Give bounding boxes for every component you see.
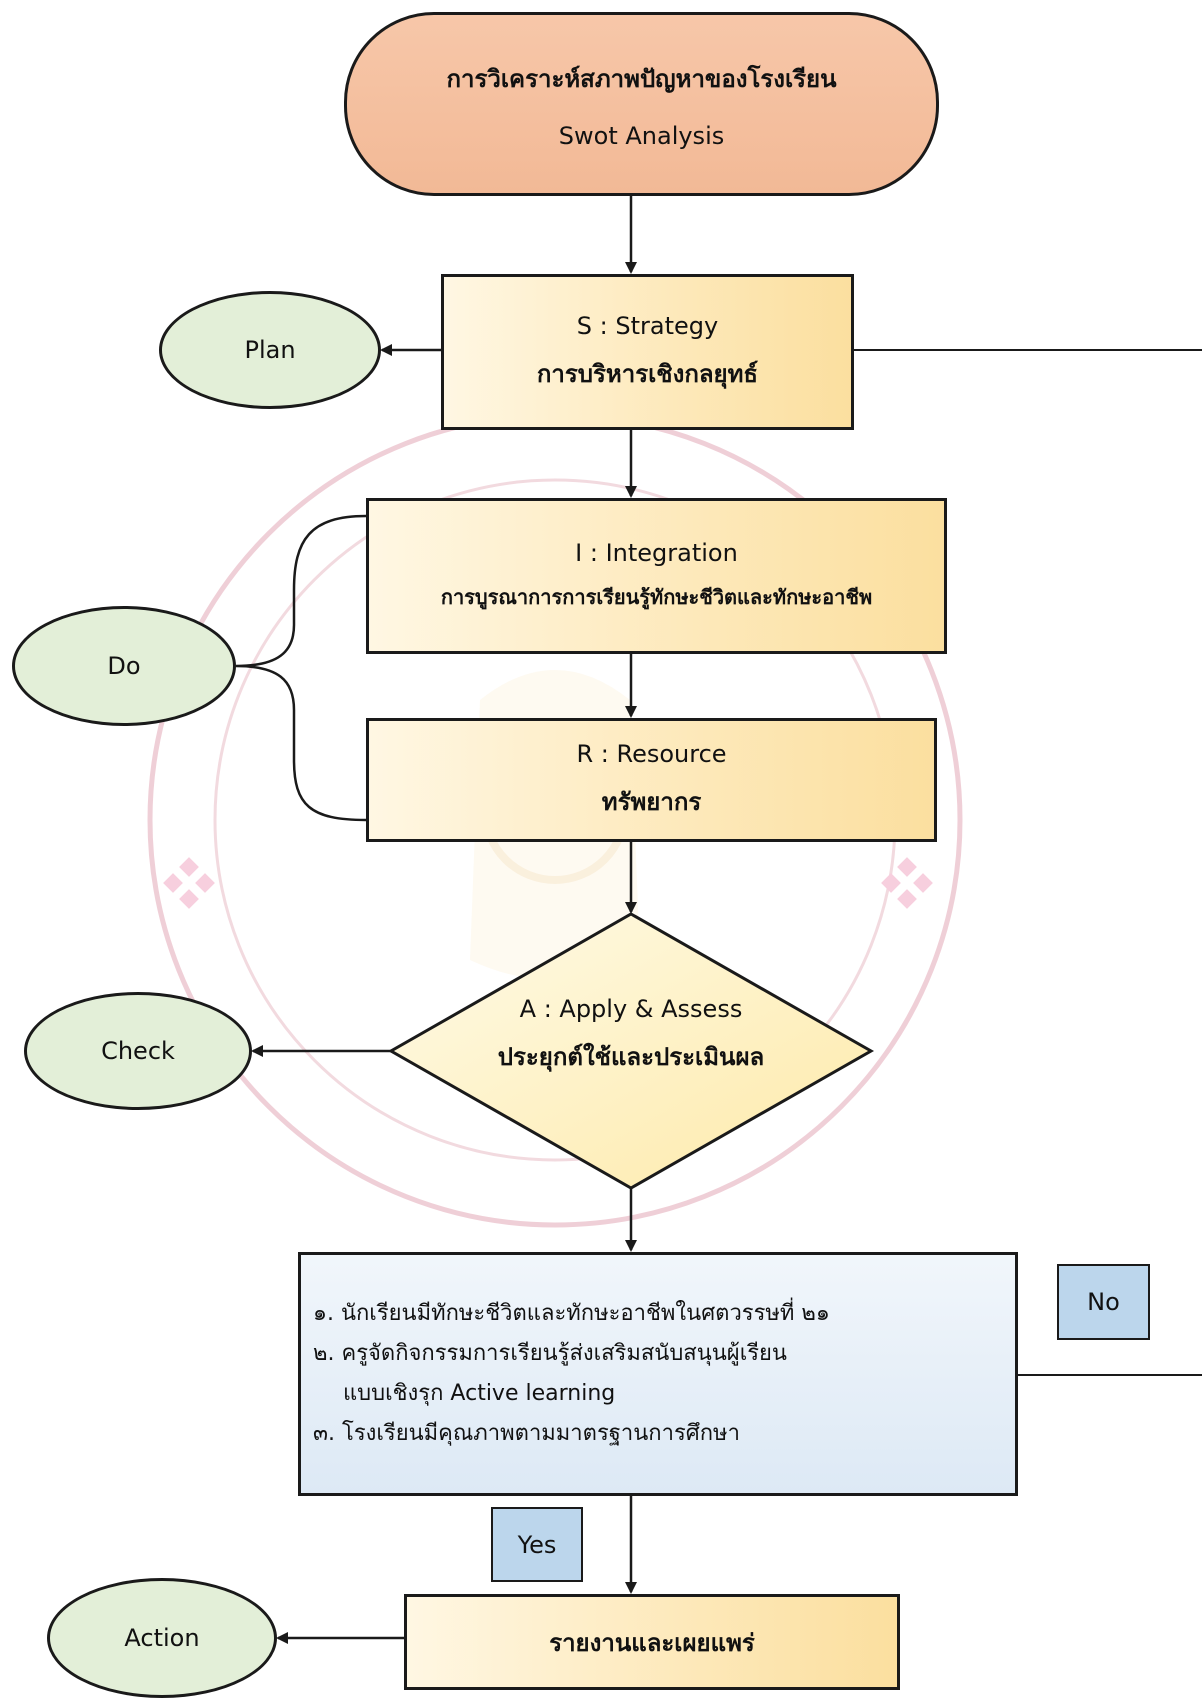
plan-oval: Plan <box>159 291 381 409</box>
resource-subtitle: ทรัพยากร <box>601 787 702 816</box>
report-box: รายงานและเผยแพร่ <box>404 1594 900 1690</box>
plan-label: Plan <box>244 336 296 364</box>
do-oval: Do <box>12 606 236 726</box>
criteria-item: ๒. ครูจัดกิจกรรมการเรียนรู้ส่งเสริมสนับส… <box>313 1341 787 1366</box>
integration-title: I : Integration <box>575 539 738 567</box>
do-label: Do <box>107 652 141 680</box>
yes-tag: Yes <box>491 1507 583 1582</box>
apply-subtitle: ประยุกต์ใช้และประเมินผล <box>497 1043 765 1071</box>
do-bracket <box>235 514 367 822</box>
no-label: No <box>1087 1288 1120 1316</box>
criteria-item: ๑. นักเรียนมีทักษะชีวิตและทักษะอาชีพในศต… <box>313 1301 830 1326</box>
yes-label: Yes <box>517 1530 557 1559</box>
apply-diamond <box>387 912 875 1190</box>
action-label: Action <box>124 1624 200 1652</box>
action-oval: Action <box>47 1578 277 1698</box>
criteria-item-continued: แบบเชิงรุก Active learning <box>343 1381 616 1406</box>
check-oval: Check <box>24 992 252 1110</box>
report-title: รายงานและเผยแพร่ <box>549 1628 755 1657</box>
integration-box: I : Integration การบูรณาการการเรียนรู้ทั… <box>366 498 947 654</box>
criteria-box: ๑. นักเรียนมีทักษะชีวิตและทักษะอาชีพในศต… <box>298 1252 1018 1496</box>
strategy-title: S : Strategy <box>576 311 719 340</box>
resource-box: R : Resource ทรัพยากร <box>366 718 937 842</box>
apply-label: A : Apply & Assess ประยุกต์ใช้และประเมิน… <box>431 995 831 1076</box>
check-label: Check <box>101 1037 175 1065</box>
start-terminator: การวิเคราะห์สภาพปัญหาของโรงเรียน Swot An… <box>344 12 939 196</box>
criteria-item: ๓. โรงเรียนมีคุณภาพตามมาตรฐานการศึกษา <box>313 1421 740 1446</box>
apply-title: A : Apply & Assess <box>519 995 743 1023</box>
strategy-box: S : Strategy การบริหารเชิงกลยุทธ์ <box>441 274 854 430</box>
resource-title: R : Resource <box>576 739 727 768</box>
strategy-subtitle: การบริหารเชิงกลยุทธ์ <box>536 359 759 388</box>
start-title: การวิเคราะห์สภาพปัญหาของโรงเรียน <box>446 64 837 93</box>
start-subtitle: Swot Analysis <box>558 121 725 150</box>
no-tag: No <box>1057 1264 1150 1340</box>
integration-subtitle: การบูรณาการการเรียนรู้ทักษะชีวิตและทักษะ… <box>440 585 873 609</box>
